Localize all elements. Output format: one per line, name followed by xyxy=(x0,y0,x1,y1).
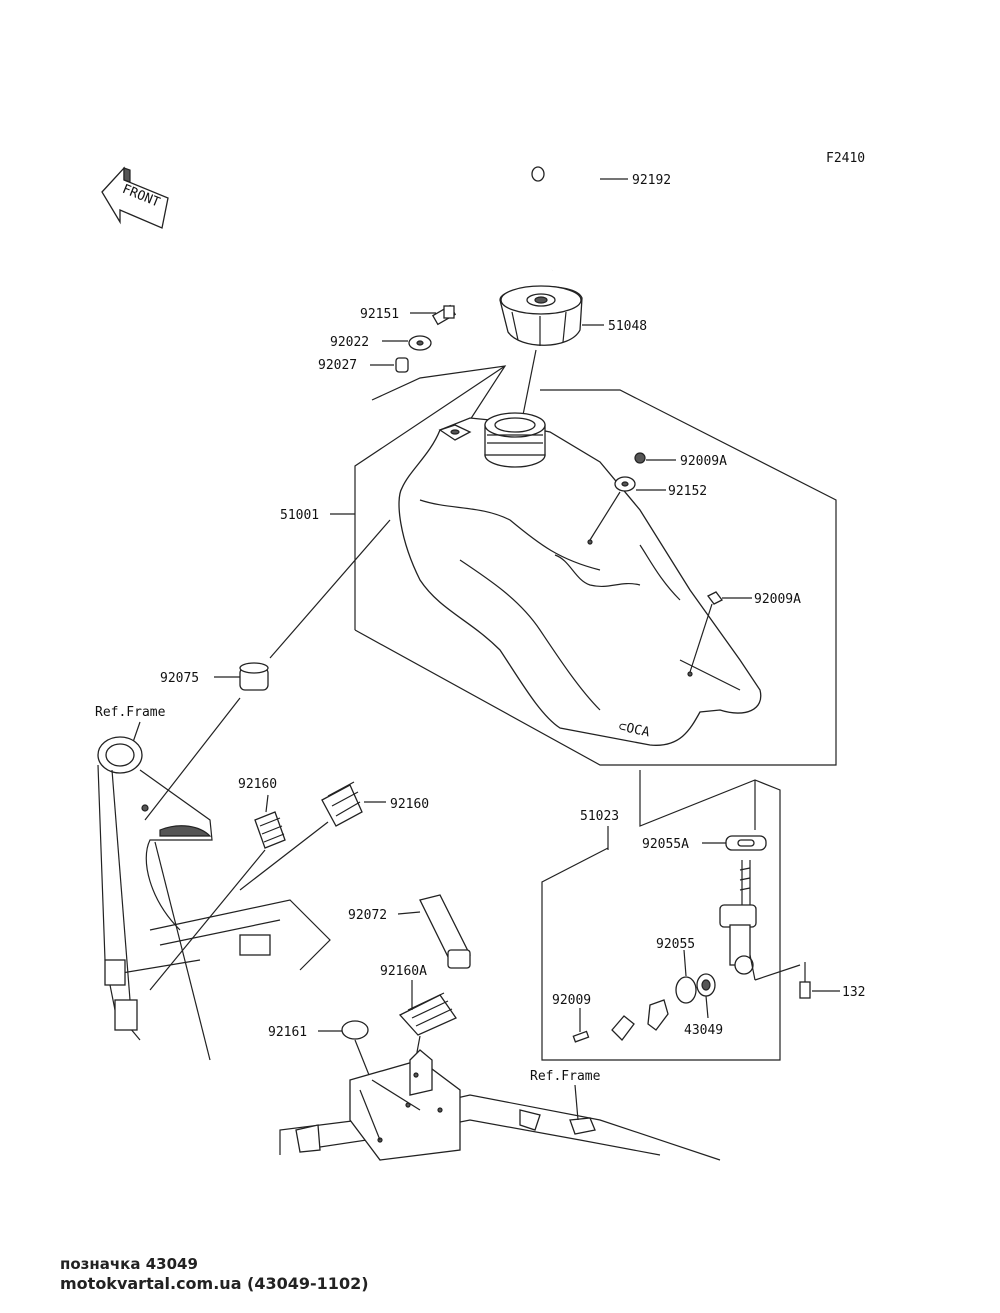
pad-92160-left xyxy=(149,794,286,991)
frame-front-section xyxy=(97,736,331,1061)
part-label-92151: 92151 xyxy=(360,307,399,322)
grommet-92152 xyxy=(589,476,666,541)
o-ring-92055 xyxy=(675,949,697,1004)
part-label-92192: 92192 xyxy=(632,173,671,188)
fuel-tank: ⊂OCA xyxy=(398,412,762,746)
bolt-92151 xyxy=(410,304,457,326)
frame-rear-section xyxy=(279,1049,721,1161)
part-label-51048: 51048 xyxy=(608,319,647,334)
part-label-92022: 92022 xyxy=(330,335,369,350)
tank-bracket-right xyxy=(354,389,837,766)
part-label-43049: 43049 xyxy=(684,1023,723,1038)
part-label-92161: 92161 xyxy=(268,1025,307,1040)
part-label-92072: 92072 xyxy=(348,908,387,923)
part-label-92160A: 92160A xyxy=(380,964,427,979)
part-label-92027: 92027 xyxy=(318,358,357,373)
part-label-92152: 92152 xyxy=(668,484,707,499)
cap-92161 xyxy=(318,1020,376,1091)
screw-92009A-top xyxy=(634,452,676,464)
tap-assembly-bracket xyxy=(541,770,781,1061)
part-label-92009: 92009 xyxy=(552,993,591,1008)
part-label-92009A-mid: 92009A xyxy=(754,592,801,607)
washer-92022 xyxy=(382,335,432,351)
gasket-92055A xyxy=(702,835,767,851)
diagram-code: F2410 xyxy=(826,151,865,166)
breather-hose xyxy=(531,166,628,271)
tap-lever xyxy=(611,999,669,1041)
ref-frame-label-left: Ref.Frame xyxy=(95,705,166,720)
collar-92027 xyxy=(370,357,409,373)
part-label-92160-right: 92160 xyxy=(390,797,429,812)
part-label-132: 132 xyxy=(842,985,865,1000)
part-label-92055: 92055 xyxy=(656,937,695,952)
part-label-92160-left: 92160 xyxy=(238,777,277,792)
bolt-132 xyxy=(799,962,840,999)
fuel-tap xyxy=(719,860,801,981)
part-label-51023: 51023 xyxy=(580,809,619,824)
damper-92075 xyxy=(144,519,391,821)
footer-line-1: позначка 43049 xyxy=(60,1255,198,1273)
part-label-92055A: 92055A xyxy=(642,837,689,852)
front-arrow-icon: FRONT xyxy=(101,166,169,229)
fuel-cap xyxy=(499,285,604,421)
ref-frame-label-right: Ref.Frame xyxy=(530,1069,601,1084)
screw-92009 xyxy=(572,1008,590,1043)
tank-marking: ⊂OCA xyxy=(617,719,651,740)
footer-line-2: motokvartal.com.ua (43049-1102) xyxy=(60,1274,369,1293)
tank-bracket-left xyxy=(354,365,506,630)
pad-92160-right xyxy=(239,781,386,891)
seal-43049 xyxy=(696,973,716,1019)
screw-92009A-mid xyxy=(689,591,752,673)
part-label-92009A-top: 92009A xyxy=(680,454,727,469)
strap-92072 xyxy=(397,894,471,969)
leader-cap-group xyxy=(371,365,507,421)
part-label-92075: 92075 xyxy=(160,671,199,686)
part-label-51001: 51001 xyxy=(280,508,319,523)
